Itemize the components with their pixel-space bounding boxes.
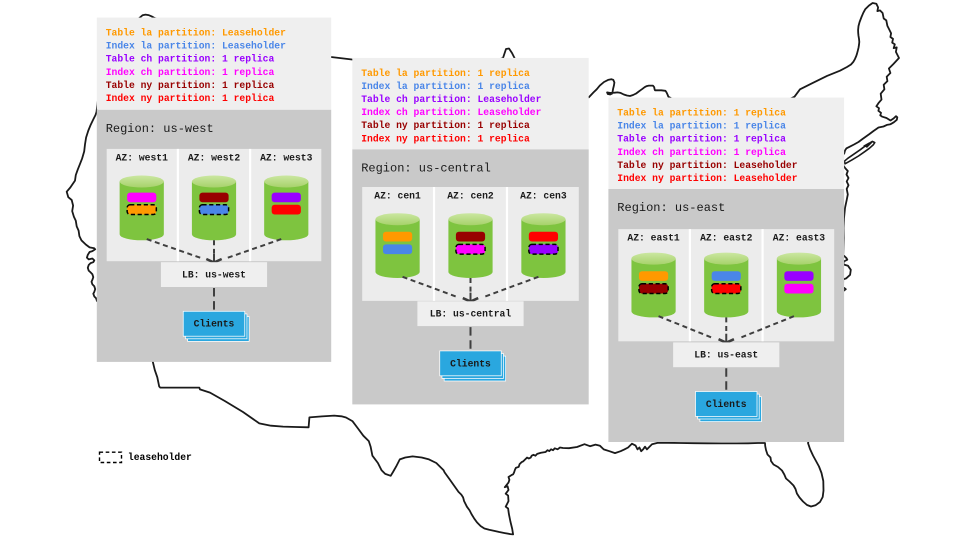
svg-text:AZ: east1: AZ: east1	[627, 233, 680, 244]
svg-text:Table ch partition: 1 replica: Table ch partition: 1 replica	[106, 54, 275, 65]
svg-text:AZ: west3: AZ: west3	[260, 152, 313, 163]
svg-text:Index ch partition: 1 replica: Index ch partition: 1 replica	[106, 67, 275, 78]
svg-text:Table ny partition: Leaseholde: Table ny partition: Leaseholder	[617, 160, 797, 171]
svg-text:AZ: east3: AZ: east3	[773, 233, 826, 244]
svg-text:AZ: west1: AZ: west1	[116, 152, 169, 163]
svg-text:Index ny partition: Leaseholde: Index ny partition: Leaseholder	[617, 173, 797, 184]
svg-text:LB: us-east: LB: us-east	[694, 350, 758, 361]
svg-text:Index ch partition: 1 replica: Index ch partition: 1 replica	[617, 147, 786, 158]
svg-text:LB: us-west: LB: us-west	[182, 270, 246, 281]
svg-text:Table la partition: 1 replica: Table la partition: 1 replica	[617, 108, 786, 119]
svg-text:Table ny partition: 1 replica: Table ny partition: 1 replica	[361, 120, 530, 131]
svg-text:Table ch partition: 1 replica: Table ch partition: 1 replica	[617, 134, 786, 145]
svg-text:Index la partition: 1 replica: Index la partition: 1 replica	[361, 81, 530, 92]
svg-text:Clients: Clients	[706, 399, 747, 410]
svg-text:Table ny partition: 1 replica: Table ny partition: 1 replica	[106, 80, 275, 91]
svg-text:Clients: Clients	[450, 358, 491, 369]
svg-text:LB: us-central: LB: us-central	[430, 309, 512, 320]
svg-text:AZ: cen1: AZ: cen1	[374, 191, 421, 202]
svg-text:AZ: cen3: AZ: cen3	[520, 191, 567, 202]
svg-text:AZ: west2: AZ: west2	[188, 152, 241, 163]
svg-text:Region: us-east: Region: us-east	[617, 201, 725, 215]
svg-text:Index ch partition: Leaseholde: Index ch partition: Leaseholder	[361, 107, 541, 118]
svg-text:Region: us-west: Region: us-west	[106, 122, 214, 136]
svg-text:Table la partition: 1 replica: Table la partition: 1 replica	[361, 68, 530, 79]
svg-text:Index la partition: 1 replica: Index la partition: 1 replica	[617, 121, 786, 132]
svg-text:AZ: cen2: AZ: cen2	[447, 191, 494, 202]
svg-text:Clients: Clients	[194, 319, 235, 330]
svg-text:AZ: east2: AZ: east2	[700, 233, 753, 244]
svg-text:Table ch partition: Leaseholde: Table ch partition: Leaseholder	[361, 94, 541, 105]
svg-text:Index la partition: Leaseholde: Index la partition: Leaseholder	[106, 41, 286, 52]
svg-text:Index ny partition: 1 replica: Index ny partition: 1 replica	[361, 133, 530, 144]
svg-text:Table la partition: Leaseholde: Table la partition: Leaseholder	[106, 28, 286, 39]
svg-text:leaseholder: leaseholder	[128, 452, 192, 463]
svg-text:Index ny partition: 1 replica: Index ny partition: 1 replica	[106, 93, 275, 104]
svg-text:Region: us-central: Region: us-central	[361, 161, 491, 175]
